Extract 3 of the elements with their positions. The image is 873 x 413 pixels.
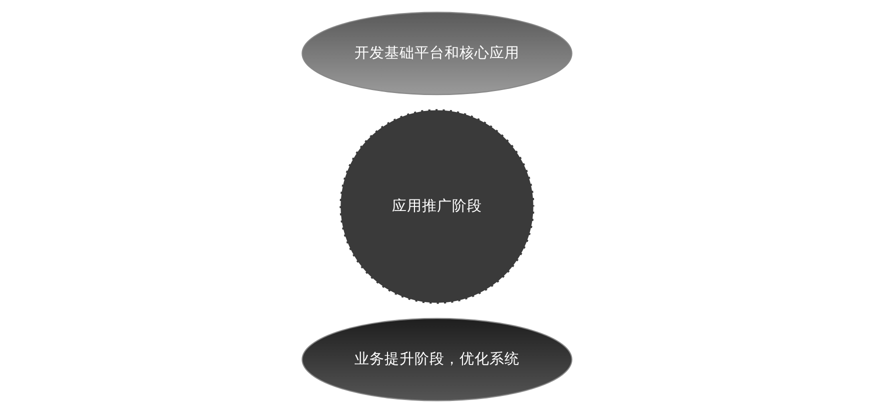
node-ellipse: 开发基础平台和核心应用 bbox=[301, 12, 572, 96]
node-ellipse: 业务提升阶段，优化系统 bbox=[301, 318, 572, 402]
node-circle: 应用推广阶段 bbox=[338, 108, 535, 305]
